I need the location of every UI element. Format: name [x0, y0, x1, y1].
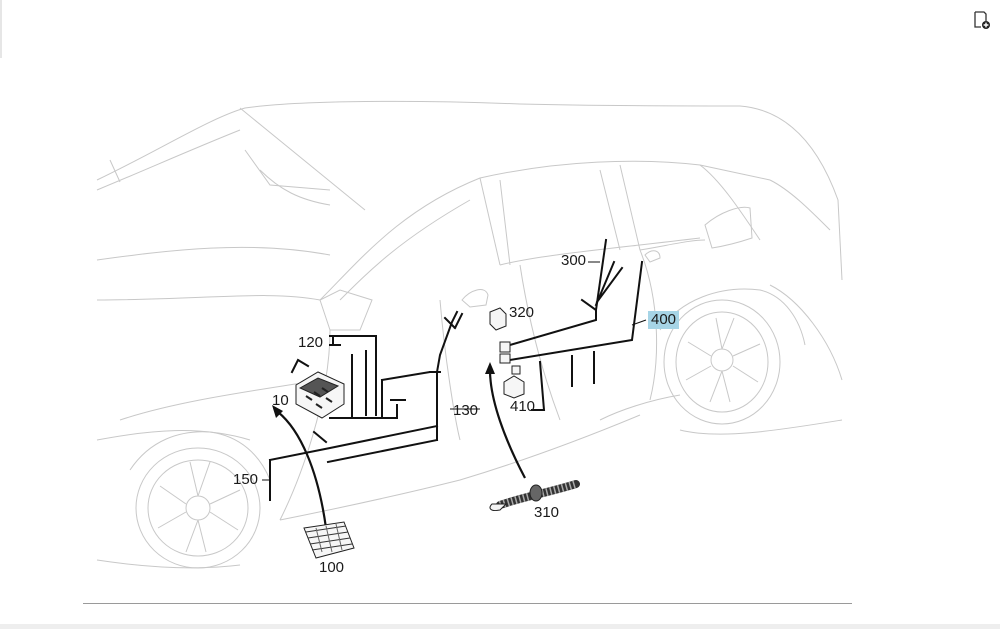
callout-320[interactable]: 320	[509, 304, 535, 321]
assembly-arrows	[272, 362, 526, 529]
module-100	[303, 521, 355, 559]
callout-100[interactable]: 100	[319, 559, 345, 576]
callout-310[interactable]: 310	[534, 504, 560, 521]
connectors-320-410	[489, 307, 525, 399]
add-document-button[interactable]	[969, 8, 993, 32]
callout-130[interactable]: 130	[453, 402, 479, 419]
grommet-310	[489, 480, 580, 511]
callout-400[interactable]: 400	[648, 311, 680, 329]
bottom-scroll-strip	[0, 624, 1000, 629]
left-edge-divider	[0, 0, 2, 58]
callout-150[interactable]: 150	[233, 471, 259, 488]
footer-divider	[83, 603, 852, 604]
callout-300[interactable]: 300	[561, 252, 587, 269]
control-unit-10	[295, 371, 345, 419]
document-add-icon	[974, 11, 990, 29]
callout-10[interactable]: 10	[272, 392, 289, 409]
front-wheel	[129, 431, 271, 569]
harness-wires	[268, 238, 644, 501]
rear-wheel	[659, 288, 806, 425]
callout-120[interactable]: 120	[298, 334, 324, 351]
callout-410[interactable]: 410	[510, 398, 536, 415]
car-outline	[96, 100, 843, 569]
